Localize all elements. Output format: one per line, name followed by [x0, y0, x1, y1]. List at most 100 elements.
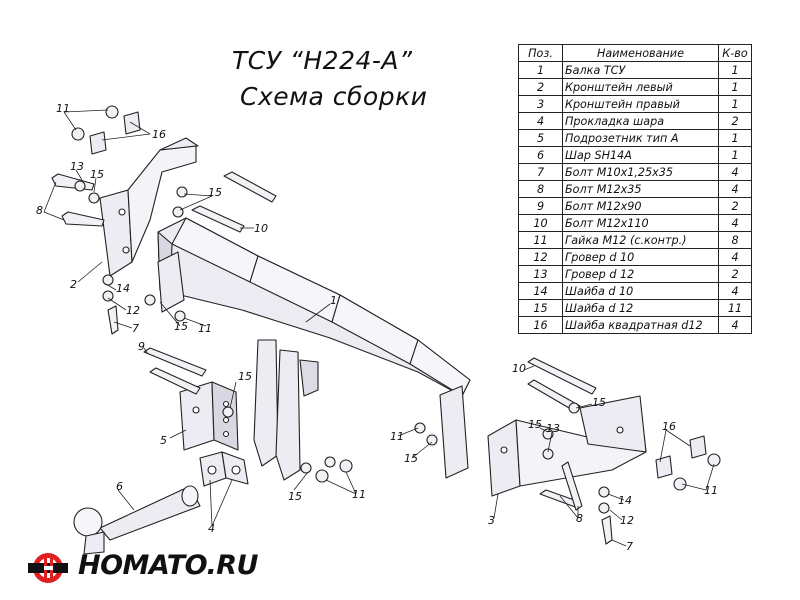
row-part-name: Подрозетник тип А: [562, 129, 719, 147]
row-quantity: 1: [718, 95, 752, 113]
row-part-name: Кронштейн левый: [562, 78, 719, 96]
header-name: Наименование: [562, 44, 719, 62]
row-position: 8: [518, 180, 563, 198]
row-position: 13: [518, 265, 563, 283]
row-part-name: Гровер d 10: [562, 248, 719, 266]
ball-spacer-part: [199, 451, 249, 487]
callout-15: 15: [288, 490, 302, 503]
callout-15: 15: [592, 396, 606, 409]
row-position: 16: [518, 316, 563, 334]
callout-1: 1: [330, 294, 337, 307]
callout-11: 11: [704, 484, 718, 497]
homato-logo-icon: [28, 553, 68, 583]
row-quantity: 4: [718, 282, 752, 300]
callout-8: 8: [576, 512, 583, 525]
callout-12: 12: [126, 304, 140, 317]
callout-5: 5: [160, 434, 167, 447]
row-quantity: 1: [718, 146, 752, 164]
row-part-name: Болт М12х90: [562, 197, 719, 215]
row-position: 1: [518, 61, 563, 79]
bolt-parts: [51, 171, 613, 545]
callout-11: 11: [390, 430, 404, 443]
callout-13: 13: [70, 160, 84, 173]
row-part-name: Болт М10х1,25х35: [562, 163, 719, 181]
row-quantity: 2: [718, 265, 752, 283]
callout-13: 13: [546, 422, 560, 435]
callout-15: 15: [174, 320, 188, 333]
row-part-name: Шар SH14A: [562, 146, 719, 164]
callout-11: 11: [56, 102, 70, 115]
row-position: 12: [518, 248, 563, 266]
row-quantity: 1: [718, 129, 752, 147]
row-position: 7: [518, 163, 563, 181]
homato-logo-text: HOMATO.RU: [78, 550, 258, 581]
tow-ball-part: [73, 485, 201, 555]
row-quantity: 8: [718, 231, 752, 249]
callout-11: 11: [198, 322, 212, 335]
callout-15: 15: [528, 418, 542, 431]
row-position: 4: [518, 112, 563, 130]
row-position: 15: [518, 299, 563, 317]
header-position: Поз.: [518, 44, 563, 62]
tow-beam-part: [157, 217, 471, 481]
callout-15: 15: [90, 168, 104, 181]
row-part-name: Шайба d 12: [562, 299, 719, 317]
callout-7: 7: [132, 322, 139, 335]
row-position: 3: [518, 95, 563, 113]
right-bracket-part: [487, 395, 647, 497]
row-quantity: 4: [718, 248, 752, 266]
row-part-name: Болт М12х35: [562, 180, 719, 198]
callout-14: 14: [116, 282, 130, 295]
callout-2: 2: [70, 278, 77, 291]
row-part-name: Болт М12х110: [562, 214, 719, 232]
row-position: 11: [518, 231, 563, 249]
callout-3: 3: [488, 514, 495, 527]
leader-lines: [43, 109, 715, 547]
row-quantity: 4: [718, 316, 752, 334]
row-position: 10: [518, 214, 563, 232]
callout-10: 10: [254, 222, 268, 235]
callout-12: 12: [620, 514, 634, 527]
row-part-name: Шайба квадратная d12: [562, 316, 719, 334]
callout-7: 7: [626, 540, 633, 553]
callout-16: 16: [152, 128, 166, 141]
callout-9: 9: [138, 340, 145, 353]
row-quantity: 1: [718, 78, 752, 96]
row-quantity: 1: [718, 61, 752, 79]
row-quantity: 4: [718, 214, 752, 232]
callout-15: 15: [238, 370, 252, 383]
callout-10: 10: [512, 362, 526, 375]
row-position: 2: [518, 78, 563, 96]
row-part-name: Кронштейн правый: [562, 95, 719, 113]
row-quantity: 4: [718, 163, 752, 181]
callout-15: 15: [208, 186, 222, 199]
row-quantity: 11: [718, 299, 752, 317]
drawing-subtitle: Схема сборки: [240, 82, 428, 111]
row-quantity: 4: [718, 180, 752, 198]
callout-14: 14: [618, 494, 632, 507]
row-position: 9: [518, 197, 563, 215]
header-quantity: К-во: [718, 44, 752, 62]
row-position: 14: [518, 282, 563, 300]
row-part-name: Гайка М12 (с.контр.): [562, 231, 719, 249]
row-position: 6: [518, 146, 563, 164]
table-header-row: Поз. Наименование К-во: [518, 44, 752, 62]
row-part-name: Балка ТСУ: [562, 61, 719, 79]
